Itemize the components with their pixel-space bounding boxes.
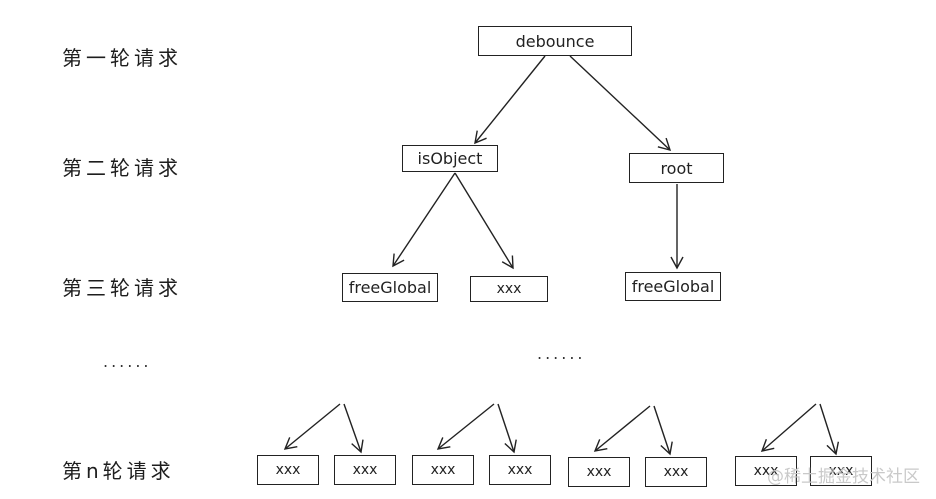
edge-bottom-1a — [283, 403, 341, 450]
node-bottom-xxx-3: xxx — [412, 455, 474, 485]
node-freeglobal-right: freeGlobal — [625, 272, 721, 301]
node-xxx-middle: xxx — [470, 276, 548, 302]
edge-bottom-4b — [819, 403, 840, 456]
edge-debounce-root — [569, 55, 672, 152]
watermark: @稀土掘金技术社区 — [767, 467, 920, 487]
edge-bottom-3a — [593, 405, 651, 452]
edge-bottom-4a — [760, 403, 817, 452]
edge-bottom-2b — [497, 403, 517, 454]
node-bottom-xxx-4: xxx — [489, 455, 551, 485]
node-bottom-xxx-8: xxx — [810, 456, 872, 486]
edge-bottom-1b — [343, 403, 364, 454]
center-ellipsis: ...... — [537, 344, 586, 363]
row-label-round-1: 第一轮请求 — [62, 46, 182, 70]
edge-bottom-2a — [436, 403, 495, 450]
node-bottom-xxx-7: xxx — [735, 456, 797, 486]
edge-bottom-3b — [653, 405, 673, 456]
node-root: root — [629, 153, 724, 183]
node-bottom-xxx-5: xxx — [568, 457, 630, 487]
node-isobject: isObject — [402, 145, 498, 172]
row-label-round-2: 第二轮请求 — [62, 156, 182, 180]
edge-isobject-freeglobal — [392, 172, 456, 268]
edge-debounce-isobject — [474, 55, 546, 145]
row-ellipsis-left: ...... — [103, 352, 152, 371]
edge-isobject-xxx — [454, 172, 514, 270]
node-bottom-xxx-1: xxx — [257, 455, 319, 485]
row-label-round-3: 第三轮请求 — [62, 276, 182, 300]
row-label-round-n: 第n轮请求 — [62, 459, 175, 483]
node-debounce: debounce — [478, 26, 632, 56]
node-bottom-xxx-6: xxx — [645, 457, 707, 487]
node-freeglobal-left: freeGlobal — [342, 273, 438, 302]
node-bottom-xxx-2: xxx — [334, 455, 396, 485]
